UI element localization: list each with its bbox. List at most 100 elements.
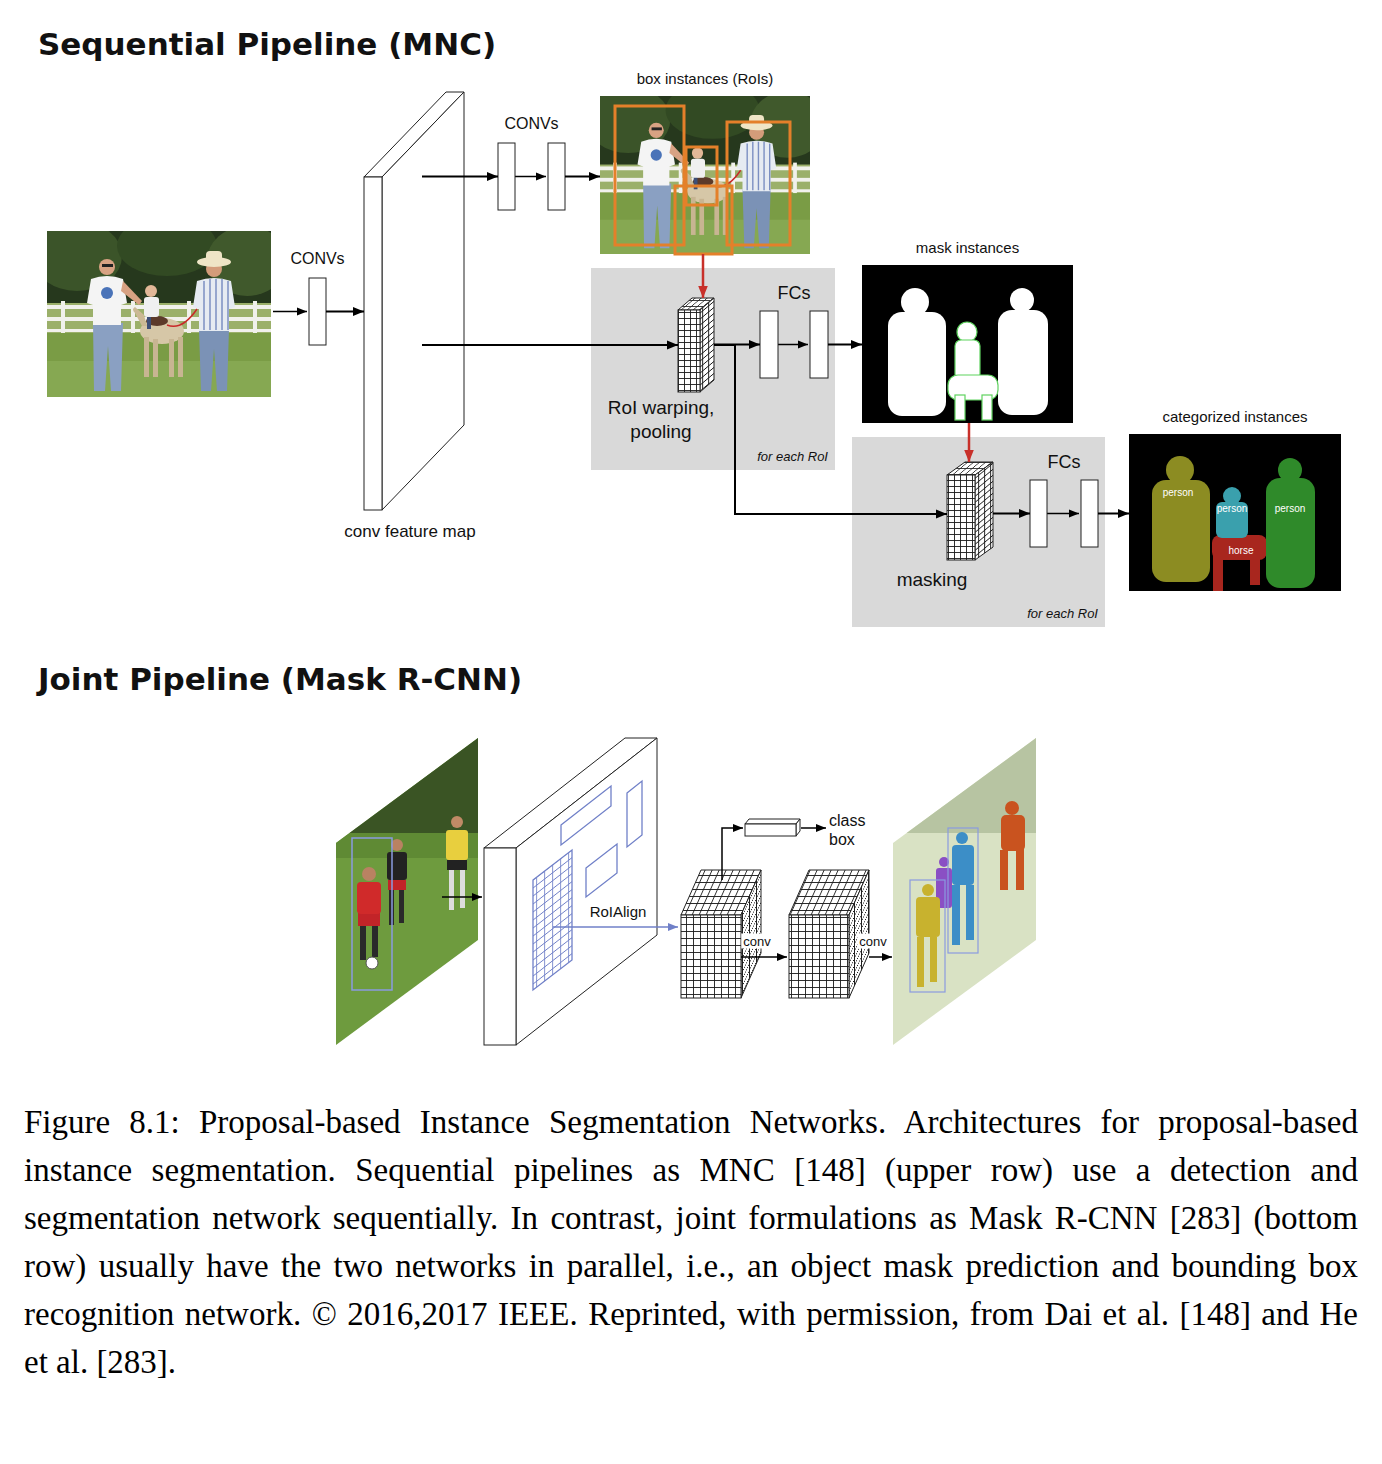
categorized-image	[1152, 456, 1210, 582]
soccer-photo	[451, 816, 463, 828]
node-label: CONVs	[504, 114, 558, 134]
mask-image	[901, 288, 929, 316]
output-photo	[1016, 848, 1024, 890]
soccer-photo	[399, 890, 404, 923]
proposal-box	[586, 844, 617, 897]
output-photo	[1005, 801, 1019, 815]
image-panel: mask instances	[862, 265, 1073, 423]
output-photo	[910, 828, 978, 992]
section-heading: Joint Pipeline (Mask R-CNN)	[38, 661, 522, 698]
mask-image	[982, 395, 992, 420]
soccer-photo	[447, 860, 467, 870]
proposal-box	[561, 786, 611, 845]
fc-layer-box	[810, 311, 828, 378]
flow-arrow	[515, 176, 546, 178]
flow-arrow	[741, 956, 787, 958]
roi-grid: RoI warping, pooling	[678, 298, 714, 392]
categorized-image	[1250, 555, 1260, 585]
flow-arrow	[778, 344, 808, 346]
detection-photo	[727, 122, 790, 245]
conv-block	[681, 915, 741, 998]
soccer-photo	[336, 738, 478, 1045]
conv-layer-box	[548, 143, 565, 210]
detection-photo	[615, 106, 790, 254]
class-box-head	[745, 819, 800, 824]
output-photo	[930, 937, 937, 982]
roi-grid: masking	[947, 462, 993, 560]
proposal-box	[533, 850, 572, 990]
fc-layer-box	[1030, 480, 1047, 547]
fc-layers: FCs	[760, 311, 828, 378]
roi-stage-panel: for each RoI RoI warping, pooling FCs	[591, 268, 835, 470]
detection-photo	[586, 82, 825, 254]
feature-map-slab	[364, 92, 464, 510]
soccer-photo	[336, 738, 478, 1045]
soccer-photo	[362, 867, 376, 881]
detection-photo	[586, 82, 825, 254]
soccer-photo	[446, 830, 468, 860]
figure-caption: Figure 8.1: Proposal-based Instance Segm…	[24, 1098, 1358, 1386]
conv-layer-box	[309, 278, 326, 345]
class-tag: horse	[1228, 545, 1253, 557]
output-photo	[922, 884, 934, 896]
roi-panel	[852, 437, 1105, 627]
flow-arrow	[326, 311, 364, 313]
flow-arrow	[565, 176, 600, 178]
node-label: conv feature map	[344, 521, 475, 542]
output-photo	[893, 738, 1036, 1045]
proposal-box	[533, 781, 642, 990]
flow-arrow	[801, 827, 826, 829]
feature-map: conv feature map	[364, 92, 464, 510]
node-label: CONVs	[290, 249, 344, 269]
fc-layers: FCs	[1030, 480, 1098, 547]
soccer-photo	[358, 912, 380, 926]
node-label: masking	[872, 568, 992, 592]
mask-image	[888, 288, 1048, 416]
categorized-image	[1129, 434, 1341, 591]
soccer-photo	[352, 838, 392, 990]
detection-photo	[686, 147, 717, 205]
class-box-head	[796, 819, 800, 836]
output-photo	[916, 897, 940, 937]
conv-layers: CONVs	[498, 143, 565, 210]
fc-layer-box	[760, 311, 778, 378]
image-panel: box instances (RoIs)	[600, 96, 810, 254]
roi-grid	[700, 298, 714, 392]
categorized-image	[1216, 487, 1248, 538]
flow-arrow	[828, 344, 862, 346]
output-photo	[952, 832, 974, 945]
proposal-box	[627, 781, 642, 847]
flow-arrow	[993, 513, 1030, 515]
feature-map-slab	[364, 177, 382, 510]
node-label: for each RoI	[757, 449, 828, 465]
mask-image	[955, 395, 965, 420]
roi-grid	[975, 462, 993, 560]
roi-grid	[678, 310, 700, 392]
categorized-image	[1152, 480, 1210, 582]
roi-panel	[591, 268, 835, 470]
mask-image	[862, 265, 1073, 423]
categorized-image	[1213, 555, 1223, 591]
output-photo	[917, 937, 924, 987]
flow-arrow	[1047, 513, 1079, 515]
flow-arrow	[442, 896, 482, 898]
flow-arrow	[422, 176, 498, 178]
output-photo	[956, 832, 968, 844]
flow-arrow	[442, 828, 892, 957]
roi-panel	[591, 268, 1105, 627]
connector-group	[326, 177, 1129, 515]
soccer-photo	[388, 880, 406, 890]
categorized-image	[1129, 434, 1341, 591]
flow-arrow	[714, 345, 947, 514]
soccer-photo	[357, 882, 381, 914]
soccer-photo	[360, 925, 366, 960]
conv-layers: CONVs	[309, 278, 326, 345]
soccer-photo	[366, 957, 378, 969]
output-photo	[1000, 850, 1008, 890]
class-tag: person	[1275, 503, 1306, 515]
detection-photo	[675, 186, 732, 254]
backbone-slab	[484, 738, 657, 1045]
input-photo	[32, 216, 287, 397]
